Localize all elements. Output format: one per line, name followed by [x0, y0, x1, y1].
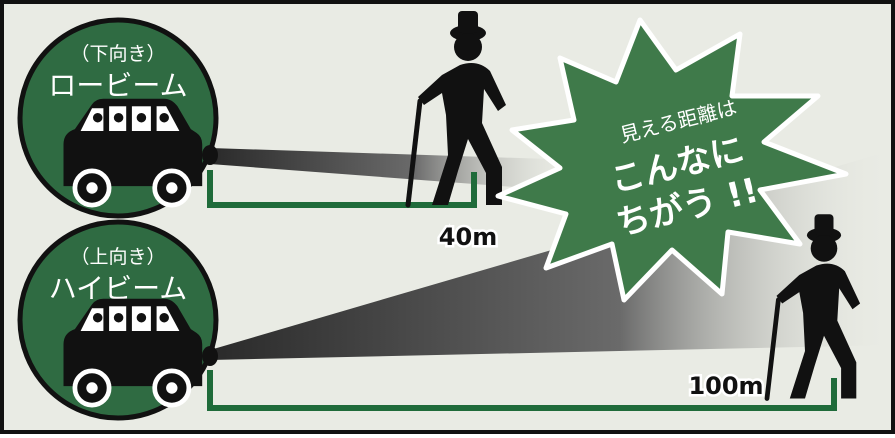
low-beam-name: ロービーム: [48, 69, 187, 102]
low-beam-distance-label: 40m: [439, 223, 497, 251]
high-beam-distance-line: [207, 370, 837, 411]
low-beam-orientation: （下向き）: [70, 43, 165, 65]
high-beam-emblem: （上向き） ハイビーム: [17, 219, 219, 421]
high-beam-distance-label: 100m: [688, 372, 763, 400]
high-beam-orientation: （上向き）: [70, 246, 165, 268]
low-beam-emblem: （下向き） ロービーム: [17, 17, 219, 219]
burst-shape: [495, 17, 849, 303]
low-beam-distance-line: [207, 170, 477, 208]
